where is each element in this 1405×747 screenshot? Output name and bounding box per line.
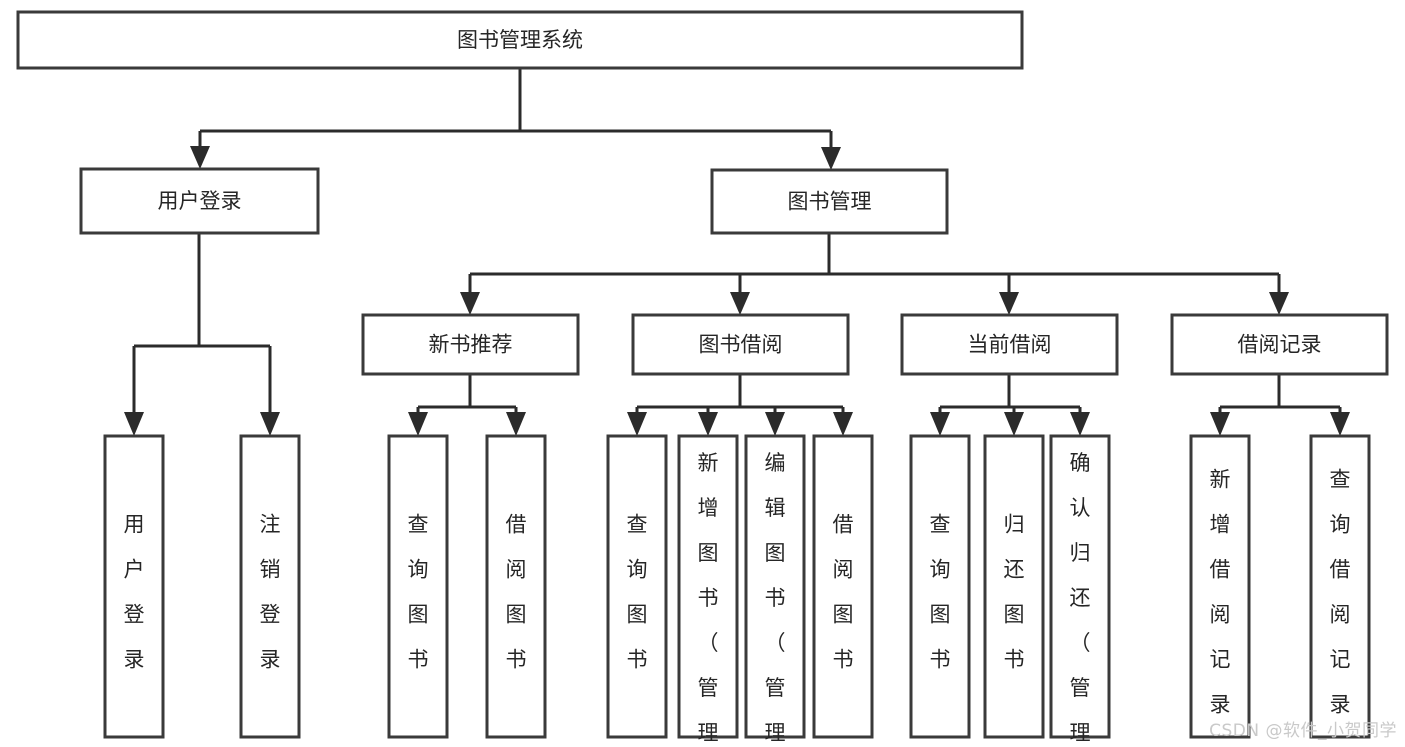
leaf-node-label: 归还图书	[1004, 513, 1025, 672]
level3-node-box[interactable]	[900, 313, 1119, 376]
arrow-to-current-borrow	[999, 292, 1019, 315]
leaf-node-13[interactable]: 查询借阅记录	[1309, 434, 1371, 739]
level3-node-label: 图书借阅	[699, 333, 783, 357]
arrow-to-book-manage	[821, 147, 841, 170]
leaf-node-box[interactable]	[606, 434, 668, 739]
leaf-node-box[interactable]	[103, 434, 165, 739]
leaf-node-box[interactable]	[1049, 434, 1111, 739]
leaf-node-label: 查询图书	[408, 513, 429, 672]
connector-borrowrecord-to-leaves	[1218, 374, 1342, 414]
leaf-node-12[interactable]: 新增借阅记录	[1189, 434, 1251, 739]
level3-node-box[interactable]	[361, 313, 580, 376]
arrow-to-leaf-query-book-1	[408, 412, 428, 436]
connector-userlogin-to-leaves	[132, 233, 272, 414]
leaf-node-9[interactable]: 查询图书	[909, 434, 971, 739]
arrow-to-leaf-add-record	[1210, 412, 1230, 436]
leaf-node-box[interactable]	[485, 434, 547, 739]
arrow-to-leaf-edit-book	[765, 412, 785, 436]
arrow-to-new-book-rec	[460, 292, 480, 315]
level3-node-2[interactable]: 图书借阅	[631, 313, 850, 376]
nodes-layer: 图书管理系统用户登录图书管理新书推荐图书借阅当前借阅借阅记录用户登录注销登录查询…	[16, 10, 1389, 747]
leaf-node-box[interactable]	[1309, 434, 1371, 739]
connector-root-to-level2	[198, 68, 833, 148]
root-node-box[interactable]	[16, 10, 1024, 70]
leaf-node-label: 查询借阅记录	[1330, 468, 1351, 717]
level3-node-box[interactable]	[1170, 313, 1389, 376]
level3-node-4[interactable]: 借阅记录	[1170, 313, 1389, 376]
leaf-node-label: 用户登录	[124, 513, 145, 672]
arrow-to-leaf-add-book	[698, 412, 718, 436]
leaf-node-label: 新增图书（管理员）	[698, 451, 719, 747]
leaf-node-box[interactable]	[1189, 434, 1251, 739]
level2-node-box[interactable]	[79, 167, 320, 235]
level2-node-1[interactable]: 用户登录	[79, 167, 320, 235]
level3-node-label: 借阅记录	[1238, 333, 1322, 357]
leaf-node-label: 确认归还（管理员）	[1070, 451, 1091, 747]
level3-node-label: 新书推荐	[429, 333, 513, 357]
leaf-node-4[interactable]: 借阅图书	[485, 434, 547, 739]
arrow-to-leaf-query-record	[1330, 412, 1350, 436]
leaf-node-box[interactable]	[812, 434, 874, 739]
level3-node-1[interactable]: 新书推荐	[361, 313, 580, 376]
arrow-to-leaf-query-book-3	[930, 412, 950, 436]
arrow-to-leaf-user-login	[124, 412, 144, 436]
root-node-label: 图书管理系统	[457, 28, 583, 52]
leaf-node-3[interactable]: 查询图书	[387, 434, 449, 739]
connector-bookmanage-to-level3	[468, 233, 1281, 293]
arrow-to-leaf-confirm-return	[1070, 412, 1090, 436]
level2-node-box[interactable]	[710, 168, 949, 235]
leaf-node-box[interactable]	[744, 434, 806, 739]
connector-newbook-to-leaves	[416, 374, 518, 414]
arrow-to-leaf-query-book-2	[627, 412, 647, 436]
leaf-node-8[interactable]: 借阅图书	[812, 434, 874, 739]
arrow-to-book-borrow	[730, 292, 750, 315]
level3-node-box[interactable]	[631, 313, 850, 376]
connector-layer	[124, 68, 1350, 436]
leaf-node-label: 编辑图书（管理员）	[765, 451, 786, 747]
leaf-node-7[interactable]: 编辑图书（管理员）	[744, 434, 806, 747]
leaf-node-11[interactable]: 确认归还（管理员）	[1049, 434, 1111, 747]
arrow-to-leaf-borrow-book-2	[833, 412, 853, 436]
arrow-to-user-login	[190, 146, 210, 169]
leaf-node-6[interactable]: 新增图书（管理员）	[677, 434, 739, 747]
leaf-node-label: 注销登录	[260, 513, 281, 672]
root-node-1[interactable]: 图书管理系统	[16, 10, 1024, 70]
leaf-node-box[interactable]	[983, 434, 1045, 739]
leaf-node-label: 借阅图书	[833, 513, 854, 672]
arrow-to-leaf-borrow-book-1	[506, 412, 526, 436]
leaf-node-1[interactable]: 用户登录	[103, 434, 165, 739]
leaf-node-box[interactable]	[909, 434, 971, 739]
leaf-node-label: 借阅图书	[506, 513, 527, 672]
leaf-node-10[interactable]: 归还图书	[983, 434, 1045, 739]
connector-bookborrow-to-leaves	[635, 374, 845, 414]
arrow-to-leaf-return-book	[1004, 412, 1024, 436]
level2-node-label: 图书管理	[788, 190, 872, 214]
level3-node-label: 当前借阅	[968, 333, 1052, 357]
leaf-node-box[interactable]	[387, 434, 449, 739]
arrow-to-borrow-record	[1269, 292, 1289, 315]
connector-currentborrow-to-leaves	[938, 374, 1082, 414]
leaf-node-label: 新增借阅记录	[1210, 468, 1231, 717]
leaf-node-label: 查询图书	[930, 513, 951, 672]
leaf-node-box[interactable]	[239, 434, 301, 739]
leaf-node-box[interactable]	[677, 434, 739, 739]
level2-node-label: 用户登录	[158, 189, 242, 213]
level2-node-2[interactable]: 图书管理	[710, 168, 949, 235]
leaf-node-2[interactable]: 注销登录	[239, 434, 301, 739]
arrow-to-leaf-logout	[260, 412, 280, 436]
leaf-node-5[interactable]: 查询图书	[606, 434, 668, 739]
level3-node-3[interactable]: 当前借阅	[900, 313, 1119, 376]
leaf-node-label: 查询图书	[627, 513, 648, 672]
